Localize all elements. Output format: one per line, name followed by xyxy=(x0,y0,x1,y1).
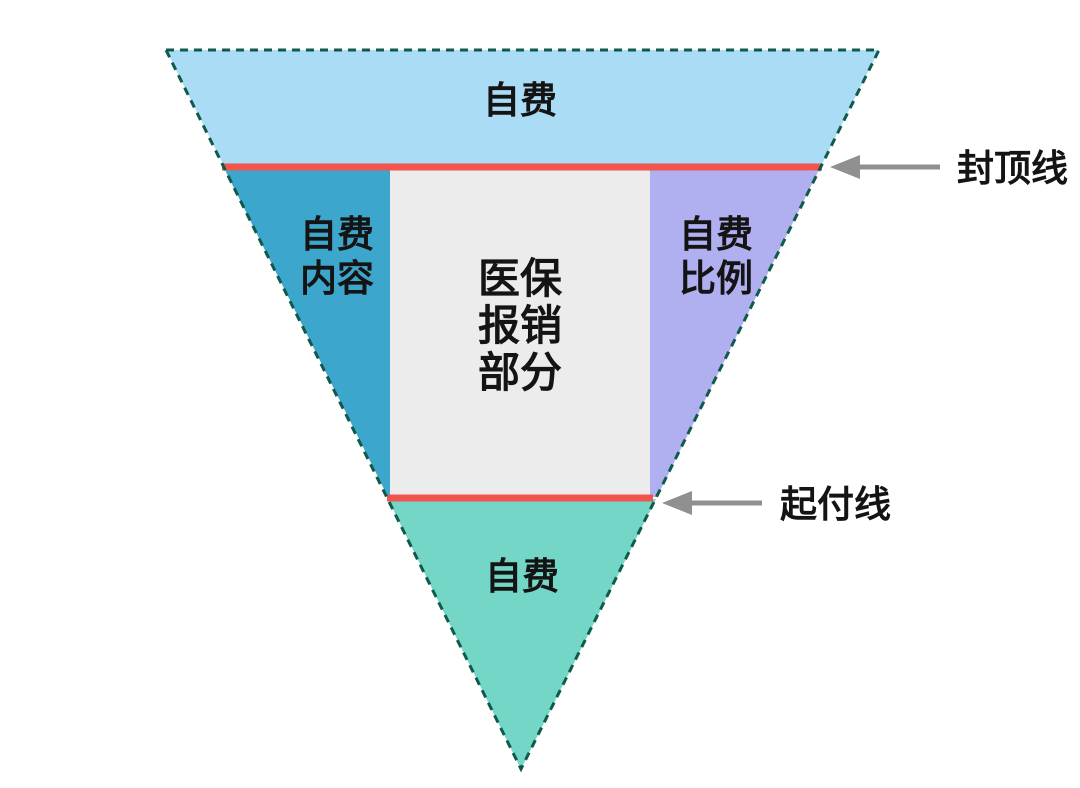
bottom-region-shape xyxy=(388,499,656,769)
deductible-line-label: 起付线 xyxy=(780,484,891,525)
right-region-label-line2: 比例 xyxy=(679,258,753,299)
triangle-dashed-border xyxy=(163,48,882,773)
cap-line-arrow-head-icon xyxy=(830,155,860,179)
top-region-shape xyxy=(166,50,879,168)
center-region-label-line1: 医保 xyxy=(478,255,563,302)
right-region-shape xyxy=(650,170,819,497)
center-region-shape xyxy=(390,170,650,497)
left-region-label-line2: 内容 xyxy=(300,258,374,299)
cap-line-label: 封顶线 xyxy=(957,148,1068,189)
right-region-label-line1: 自费 xyxy=(679,214,753,255)
bottom-region-label: 自费 xyxy=(485,556,559,597)
center-region-label-line3: 部分 xyxy=(478,349,562,396)
center-region-label-line2: 报销 xyxy=(478,302,562,349)
top-region-label: 自费 xyxy=(483,80,557,121)
left-region-label-line1: 自费 xyxy=(300,214,374,255)
deductible-line-arrow-head-icon xyxy=(662,491,692,515)
